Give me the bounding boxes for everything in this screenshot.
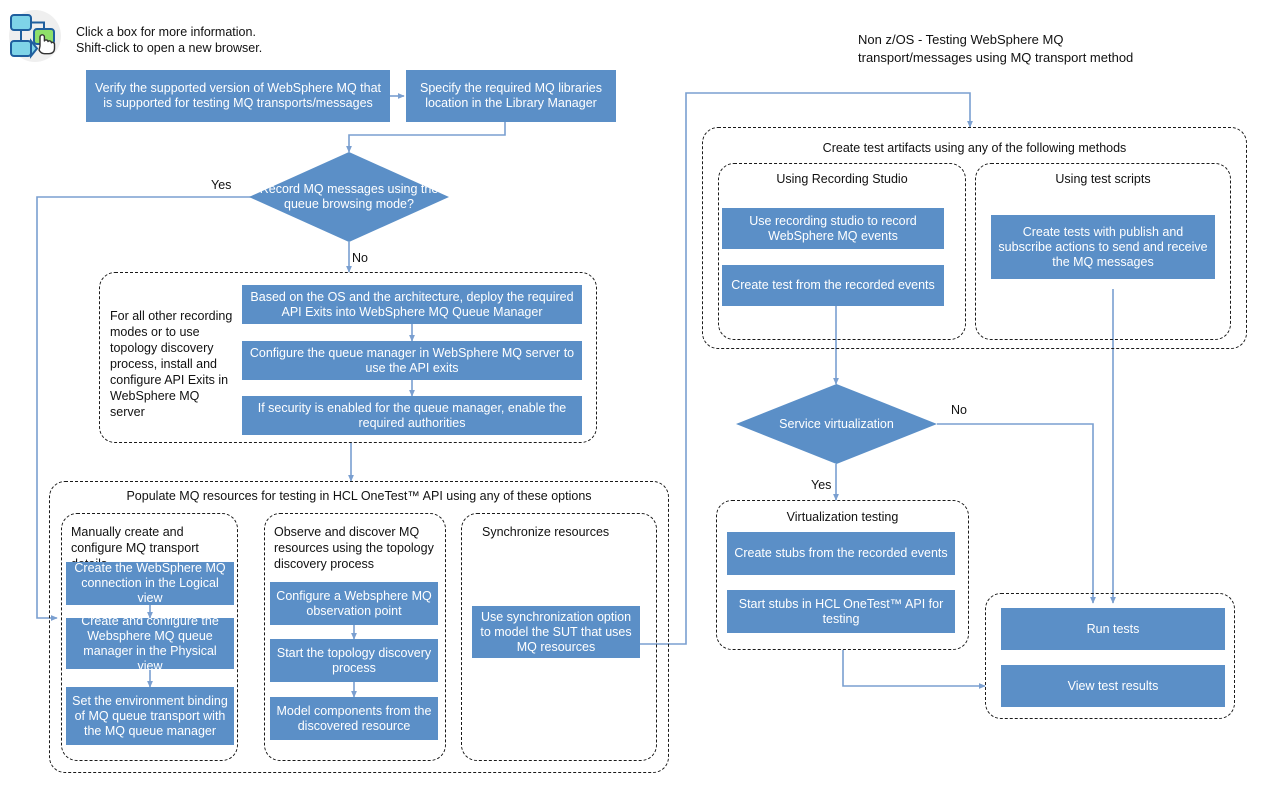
- node-create-stubs[interactable]: Create stubs from the recorded events: [727, 532, 955, 575]
- node-create-tests-publish-subscribe[interactable]: Create tests with publish and subscribe …: [991, 215, 1215, 279]
- node-manual-configure-queue-manager[interactable]: Create and configure the Websphere MQ qu…: [66, 614, 234, 673]
- group-manual-create: [61, 513, 238, 761]
- node-start-topology-discovery[interactable]: Start the topology discovery process: [270, 639, 438, 682]
- node-run-tests[interactable]: Run tests: [1001, 608, 1225, 650]
- node-enable-authorities[interactable]: If security is enabled for the queue man…: [242, 396, 582, 435]
- group-observe-discover-title: Observe and discover MQ resources using …: [274, 525, 434, 571]
- group-using-recording-studio: [718, 163, 966, 340]
- group-run-and-view-tests: [985, 593, 1235, 719]
- label-record-mq-yes: Yes: [211, 178, 232, 192]
- hint-line-2: Shift-click to open a new browser.: [76, 41, 263, 55]
- group-populate-mq-resources: [49, 481, 669, 773]
- group-using-test-scripts-title: Using test scripts: [1055, 172, 1151, 186]
- group-observe-discover: [264, 513, 446, 761]
- group-using-recording-studio-title: Using Recording Studio: [776, 172, 908, 186]
- group-virtualization-testing: [716, 500, 969, 650]
- flowchart-click-icon: [4, 8, 62, 64]
- node-model-components[interactable]: Model components from the discovered res…: [270, 697, 438, 740]
- group-synchronize-resources-title: Synchronize resources: [482, 525, 610, 539]
- label-service-virtualization-no: No: [951, 403, 967, 417]
- node-use-synchronization-option[interactable]: Use synchronization option to model the …: [472, 606, 640, 658]
- page-title-line-2: transport/messages using MQ transport me…: [858, 50, 1134, 65]
- group-virtualization-testing-title: Virtualization testing: [786, 510, 899, 524]
- node-manual-set-environment-binding[interactable]: Set the environment binding of MQ queue …: [66, 687, 234, 745]
- label-record-mq-no: No: [352, 251, 368, 265]
- node-create-test-from-recorded-events[interactable]: Create test from the recorded events: [722, 265, 944, 306]
- label-service-virtualization-yes: Yes: [811, 478, 832, 492]
- group-populate-mq-resources-title: Populate MQ resources for testing in HCL…: [126, 489, 592, 503]
- node-specify-libraries[interactable]: Specify the required MQ libraries locati…: [406, 70, 616, 122]
- group-api-exits: [99, 272, 597, 443]
- group-synchronize-resources: [461, 513, 657, 761]
- group-create-test-artifacts-title: Create test artifacts using any of the f…: [822, 141, 1127, 155]
- group-using-test-scripts: [975, 163, 1231, 340]
- decision-service-virtualization[interactable]: Service virtualization: [736, 384, 937, 464]
- node-configure-observation-point[interactable]: Configure a Websphere MQ observation poi…: [270, 582, 438, 625]
- node-use-recording-studio[interactable]: Use recording studio to record WebSphere…: [722, 208, 944, 249]
- hint-line-1: Click a box for more information.: [76, 25, 256, 39]
- page-title-line-1: Non z/OS - Testing WebSphere MQ: [858, 32, 1064, 47]
- node-configure-queue-manager[interactable]: Configure the queue manager in WebSphere…: [242, 341, 582, 380]
- node-verify-version[interactable]: Verify the supported version of WebSpher…: [86, 70, 390, 122]
- node-view-test-results[interactable]: View test results: [1001, 665, 1225, 707]
- decision-record-mq-messages[interactable]: Record MQ messages using the queue brows…: [249, 152, 449, 242]
- note-api-exits: For all other recording modes or to use …: [110, 309, 233, 419]
- node-manual-create-connection[interactable]: Create the WebSphere MQ connection in th…: [66, 561, 234, 605]
- node-deploy-api-exits[interactable]: Based on the OS and the architecture, de…: [242, 285, 582, 324]
- node-start-stubs[interactable]: Start stubs in HCL OneTest™ API for test…: [727, 590, 955, 633]
- group-create-test-artifacts: [702, 127, 1247, 349]
